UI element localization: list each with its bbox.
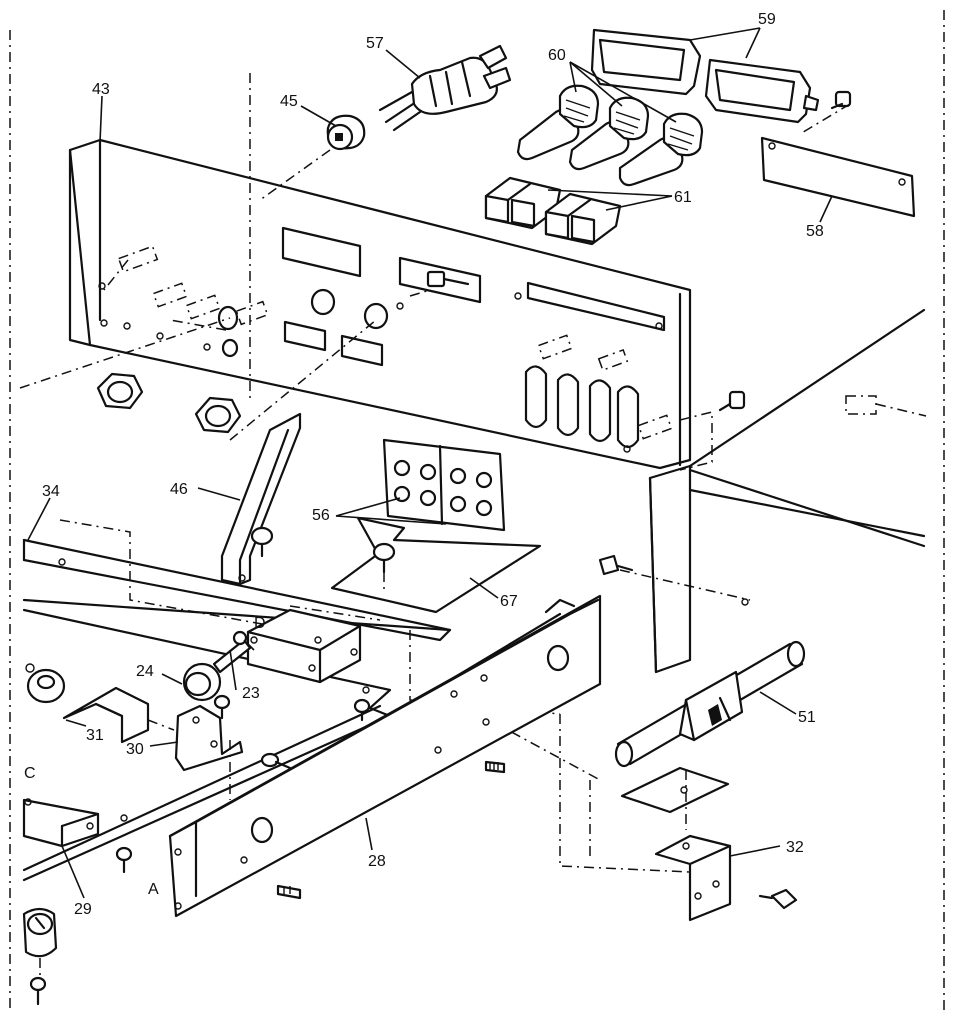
foot-bottom xyxy=(22,907,58,1006)
callout-23: 23 xyxy=(242,685,260,702)
knob-set-60 xyxy=(516,84,704,187)
callout-51: 51 xyxy=(798,709,816,726)
foot-left xyxy=(25,663,66,704)
callout-46: 46 xyxy=(170,481,188,498)
screw-foot-bottom xyxy=(29,976,47,1006)
callout-32: 32 xyxy=(786,839,804,856)
side-panel xyxy=(598,308,927,674)
letter-c: C xyxy=(24,765,36,782)
screw-30 xyxy=(213,694,231,720)
screw-32 xyxy=(758,888,798,910)
chassis-rail-34 xyxy=(22,519,452,642)
callout-24: 24 xyxy=(136,663,154,680)
callout-28: 28 xyxy=(368,853,386,870)
bracket-30 xyxy=(174,694,244,800)
callout-labels: 43 45 57 60 59 61 58 46 56 67 34 24 23 3… xyxy=(24,11,824,918)
screw-29 xyxy=(115,846,133,874)
cap-set-59 xyxy=(590,28,852,124)
panel-screws xyxy=(19,73,673,441)
bar-28 xyxy=(168,594,602,918)
screw-67 xyxy=(372,542,396,574)
letter-d: D xyxy=(254,615,266,632)
knob-60-c xyxy=(618,112,704,187)
callout-34: 34 xyxy=(42,483,60,500)
callout-58: 58 xyxy=(806,223,824,240)
screw-28-d xyxy=(353,698,371,722)
callout-30: 30 xyxy=(126,741,144,758)
pad-32 xyxy=(620,766,730,830)
knob-45 xyxy=(326,114,366,151)
power-plug-57 xyxy=(378,44,512,132)
callout-61: 61 xyxy=(674,189,692,206)
callout-29: 29 xyxy=(74,901,92,918)
callout-59: 59 xyxy=(758,11,776,28)
screw-46 xyxy=(250,526,274,558)
bracket-32 xyxy=(559,714,798,922)
knob-60-b xyxy=(568,96,650,171)
callout-31: 31 xyxy=(86,727,104,744)
front-panel xyxy=(68,138,692,470)
callout-57: 57 xyxy=(366,35,384,52)
foot-24 xyxy=(182,630,252,702)
bracket-31 xyxy=(62,686,175,744)
cap-59-b xyxy=(704,58,820,124)
hex-nuts xyxy=(96,372,242,434)
rod-51 xyxy=(614,640,806,768)
callout-43: 43 xyxy=(92,81,110,98)
screw-28-a xyxy=(484,760,506,774)
board-67 xyxy=(330,516,542,614)
cap-59-a xyxy=(590,28,702,96)
callout-67: 67 xyxy=(500,593,518,610)
callout-45: 45 xyxy=(280,93,298,110)
callout-56: 56 xyxy=(312,507,330,524)
leader-lines xyxy=(27,27,833,899)
knob-60-a xyxy=(516,84,600,161)
button-61-b xyxy=(544,192,622,246)
bracket-46 xyxy=(220,412,302,586)
callout-60: 60 xyxy=(548,47,566,64)
letter-a: A xyxy=(148,881,159,898)
screw-28-c xyxy=(260,752,292,770)
screw-28-b xyxy=(276,884,302,900)
plate-58 xyxy=(760,103,916,218)
screw-59 xyxy=(830,90,852,110)
window-screw xyxy=(426,270,470,288)
button-set-61 xyxy=(484,176,622,246)
jack-board-56 xyxy=(382,438,506,532)
bracket-29 xyxy=(22,798,133,874)
